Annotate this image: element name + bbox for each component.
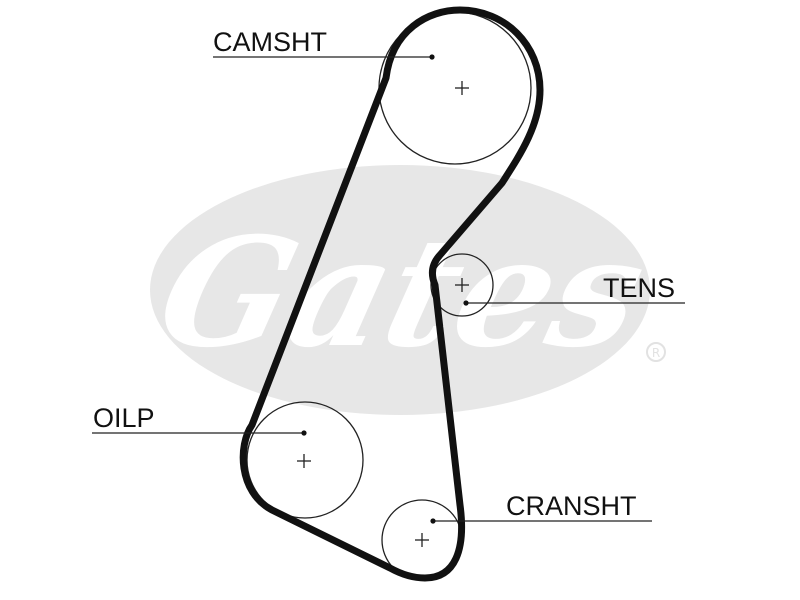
registered-mark-icon bbox=[646, 342, 666, 362]
crankshaft-leader-dot bbox=[430, 518, 436, 524]
camshaft-label: CAMSHT bbox=[213, 27, 327, 57]
watermark-brand-text: Gates bbox=[143, 204, 661, 380]
crankshaft-center-mark bbox=[415, 533, 429, 547]
timing-belt bbox=[239, 6, 544, 582]
oil-pump-leader-dot bbox=[301, 430, 307, 436]
camshaft-center-mark bbox=[455, 81, 469, 95]
crankshaft-label: CRANSHT bbox=[506, 491, 637, 521]
watermark-ellipse bbox=[150, 165, 650, 415]
oil-pump-pulley bbox=[246, 401, 364, 519]
tensioner-leader-dot bbox=[463, 300, 469, 306]
tensioner-pulley bbox=[430, 253, 494, 317]
tensioner-center-mark bbox=[455, 278, 469, 292]
oil-pump-center-mark bbox=[297, 454, 311, 468]
registered-mark-letter: R bbox=[652, 346, 660, 360]
tensioner-label: TENS bbox=[603, 273, 675, 303]
oil-pump-label: OILP bbox=[93, 403, 155, 433]
watermark-logo: Gates R bbox=[143, 165, 666, 415]
camshaft-leader-dot bbox=[429, 54, 435, 60]
